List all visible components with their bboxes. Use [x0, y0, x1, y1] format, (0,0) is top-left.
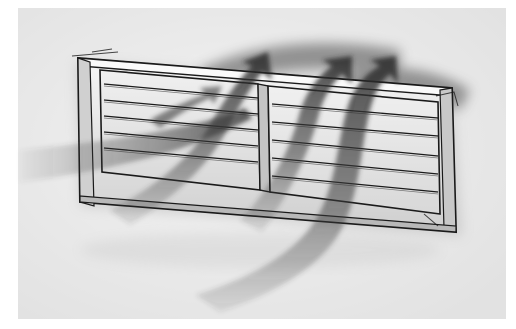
floor-shadow: [80, 232, 440, 268]
